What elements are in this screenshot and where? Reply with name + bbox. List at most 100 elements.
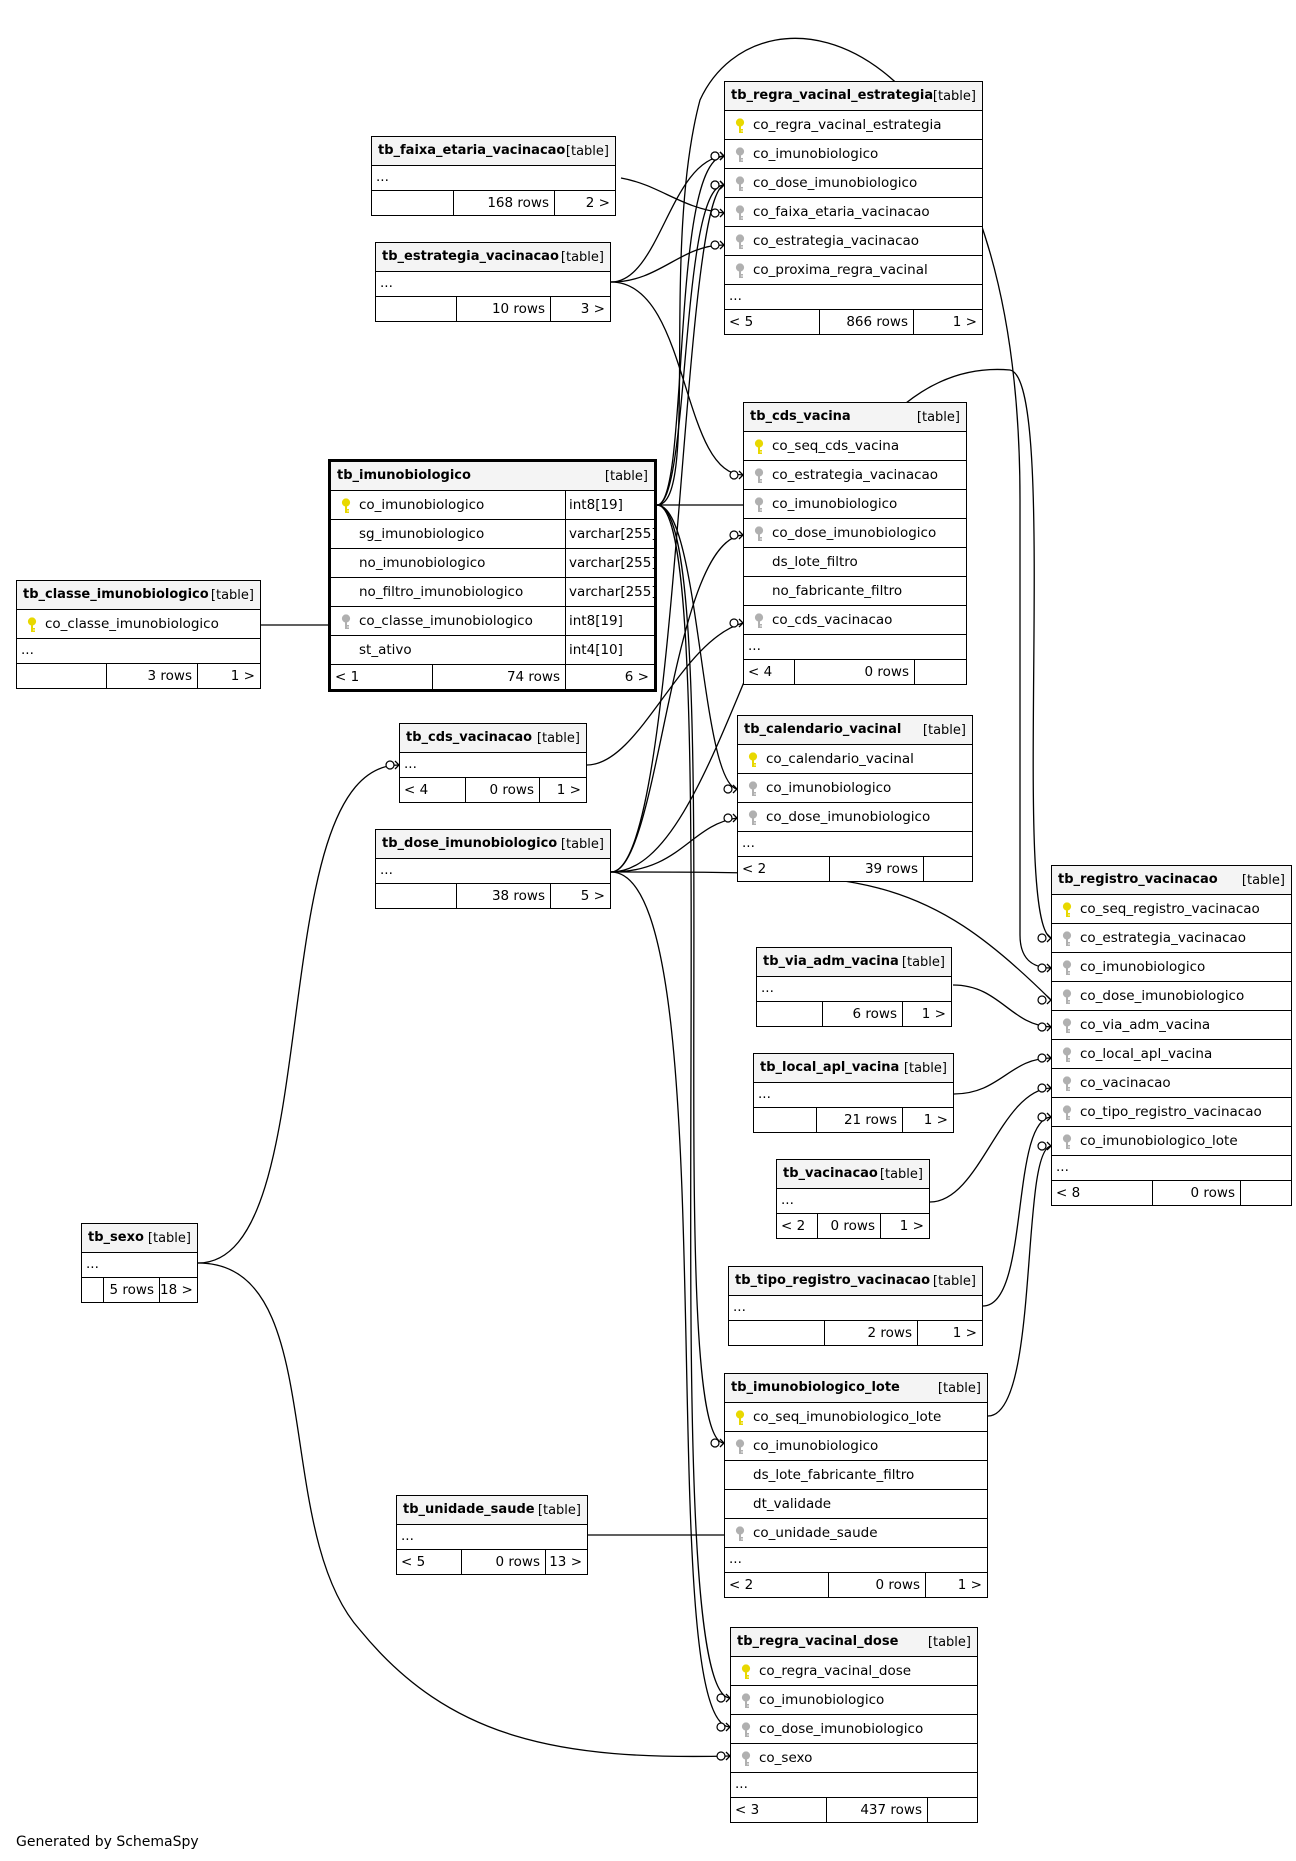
parents-count[interactable] <box>17 664 106 688</box>
table-name[interactable]: tb_regra_vacinal_dose <box>737 1634 899 1649</box>
column-row[interactable]: co_seq_cds_vacina <box>744 432 966 461</box>
table-tb-registro-vacinacao[interactable]: tb_registro_vacinacao [table] co_seq_reg… <box>1051 865 1292 1206</box>
parents-count[interactable]: < 2 <box>742 861 767 877</box>
column-row[interactable]: co_imunobiologico <box>744 490 966 519</box>
column-row[interactable]: co_dose_imunobiologico <box>725 169 982 198</box>
parents-count[interactable] <box>729 1321 824 1345</box>
column-row[interactable]: co_imunobiologico <box>738 774 972 803</box>
table-name[interactable]: tb_unidade_saude <box>403 1502 535 1517</box>
column-row[interactable]: ds_lote_fabricante_filtro <box>725 1461 987 1490</box>
column-row[interactable]: co_faixa_etaria_vacinacao <box>725 198 982 227</box>
column-row[interactable]: co_dose_imunobiologico <box>744 519 966 548</box>
table-name[interactable]: tb_imunobiologico <box>337 468 471 483</box>
children-count[interactable] <box>914 660 966 684</box>
table-tb-vacinacao[interactable]: tb_vacinacao [table] ... < 2 0 rows 1 > <box>776 1159 930 1239</box>
children-count[interactable]: 18 > <box>159 1278 197 1302</box>
children-count[interactable]: 6 > <box>565 665 654 689</box>
table-name[interactable]: tb_regra_vacinal_estrategia <box>731 88 934 103</box>
table-name[interactable]: tb_calendario_vacinal <box>744 722 902 737</box>
children-count[interactable]: 1 > <box>913 310 982 334</box>
parents-count[interactable]: < 4 <box>748 664 773 680</box>
column-row[interactable]: co_estrategia_vacinacao <box>725 227 982 256</box>
children-count[interactable]: 1 > <box>880 1214 929 1238</box>
column-row[interactable]: co_proxima_regra_vacinal <box>725 256 982 285</box>
column-row[interactable]: co_estrategia_vacinacao <box>1052 924 1291 953</box>
table-tb-regra-vacinal-dose[interactable]: tb_regra_vacinal_dose [table] co_regra_v… <box>730 1627 978 1823</box>
children-count[interactable]: 13 > <box>545 1550 587 1574</box>
table-name[interactable]: tb_via_adm_vacina <box>763 954 899 969</box>
column-row[interactable]: co_dose_imunobiologico <box>738 803 972 832</box>
table-tb-dose-imunobiologico[interactable]: tb_dose_imunobiologico [table] ... 38 ro… <box>375 829 611 909</box>
column-row[interactable]: ds_lote_filtro <box>744 548 966 577</box>
parents-count[interactable] <box>376 297 456 321</box>
table-name[interactable]: tb_faixa_etaria_vacinacao <box>378 143 566 158</box>
children-count[interactable]: 1 > <box>197 664 260 688</box>
table-tb-estrategia-vacinacao[interactable]: tb_estrategia_vacinacao [table] ... 10 r… <box>375 242 611 322</box>
column-row[interactable]: co_unidade_saude <box>725 1519 987 1548</box>
column-row[interactable]: co_cds_vacinacao <box>744 606 966 635</box>
table-name[interactable]: tb_cds_vacinacao <box>406 730 533 745</box>
table-tb-tipo-registro-vacinacao[interactable]: tb_tipo_registro_vacinacao [table] ... 2… <box>728 1266 983 1346</box>
children-count[interactable]: 1 > <box>902 1002 951 1026</box>
table-name[interactable]: tb_cds_vacina <box>750 409 851 424</box>
table-tb-cds-vacinacao[interactable]: tb_cds_vacinacao [table] ... < 4 0 rows … <box>399 723 587 803</box>
table-tb-unidade-saude[interactable]: tb_unidade_saude [table] ... < 5 0 rows … <box>396 1495 588 1575</box>
column-row[interactable]: co_via_adm_vacina <box>1052 1011 1291 1040</box>
column-row[interactable]: co_imunobiologico <box>725 140 982 169</box>
table-tb-calendario-vacinal[interactable]: tb_calendario_vacinal [table] co_calenda… <box>737 715 973 882</box>
table-tb-imunobiologico[interactable]: tb_imunobiologico [table] co_imunobiolog… <box>328 459 657 692</box>
table-tb-regra-vacinal-estrategia[interactable]: tb_regra_vacinal_estrategia [table] co_r… <box>724 81 983 335</box>
table-name[interactable]: tb_classe_imunobiologico <box>23 587 209 602</box>
children-count[interactable]: 1 > <box>917 1321 982 1345</box>
parents-count[interactable] <box>376 884 456 908</box>
parents-count[interactable]: < 1 <box>335 669 360 685</box>
parents-count[interactable]: < 2 <box>729 1577 754 1593</box>
table-name[interactable]: tb_estrategia_vacinacao <box>382 249 559 264</box>
column-row[interactable]: co_imunobiologico <box>725 1432 987 1461</box>
column-row[interactable]: co_regra_vacinal_dose <box>731 1657 977 1686</box>
column-row[interactable]: co_seq_imunobiologico_lote <box>725 1403 987 1432</box>
table-name[interactable]: tb_local_apl_vacina <box>760 1060 900 1075</box>
children-count[interactable] <box>1240 1181 1291 1205</box>
children-count[interactable]: 2 > <box>554 191 615 215</box>
column-row[interactable]: no_fabricante_filtro <box>744 577 966 606</box>
column-row[interactable]: co_seq_registro_vacinacao <box>1052 895 1291 924</box>
table-name[interactable]: tb_registro_vacinacao <box>1058 872 1218 887</box>
children-count[interactable]: 1 > <box>539 778 586 802</box>
parents-count[interactable] <box>757 1002 822 1026</box>
parents-count[interactable] <box>754 1108 816 1132</box>
children-count[interactable]: 3 > <box>550 297 610 321</box>
parents-count[interactable] <box>372 191 453 215</box>
column-row[interactable]: co_imunobiologico_lote <box>1052 1127 1291 1156</box>
children-count[interactable]: 5 > <box>550 884 610 908</box>
parents-count[interactable]: < 3 <box>735 1802 760 1818</box>
parents-count[interactable] <box>82 1278 103 1302</box>
column-row[interactable]: co_imunobiologico <box>731 1686 977 1715</box>
column-row[interactable]: co_dose_imunobiologico <box>1052 982 1291 1011</box>
column-row[interactable]: co_vacinacao <box>1052 1069 1291 1098</box>
column-row[interactable]: co_dose_imunobiologico <box>731 1715 977 1744</box>
table-name[interactable]: tb_vacinacao <box>783 1166 878 1181</box>
column-row[interactable]: co_regra_vacinal_estrategia <box>725 111 982 140</box>
table-tb-faixa-etaria-vacinacao[interactable]: tb_faixa_etaria_vacinacao [table] ... 16… <box>371 136 616 216</box>
column-row[interactable]: co_imunobiologico <box>1052 953 1291 982</box>
parents-count[interactable]: < 2 <box>781 1218 806 1234</box>
table-tb-imunobiologico-lote[interactable]: tb_imunobiologico_lote [table] co_seq_im… <box>724 1373 988 1598</box>
table-tb-via-adm-vacina[interactable]: tb_via_adm_vacina [table] ... 6 rows 1 > <box>756 947 952 1027</box>
table-name[interactable]: tb_dose_imunobiologico <box>382 836 558 851</box>
children-count[interactable] <box>923 857 972 881</box>
children-count[interactable]: 1 > <box>925 1573 987 1597</box>
table-name[interactable]: tb_imunobiologico_lote <box>731 1380 900 1395</box>
column-row[interactable]: co_calendario_vacinal <box>738 745 972 774</box>
column-row[interactable]: co_sexo <box>731 1744 977 1773</box>
column-row[interactable]: dt_validade <box>725 1490 987 1519</box>
table-name[interactable]: tb_tipo_registro_vacinacao <box>735 1273 931 1288</box>
column-row[interactable]: co_tipo_registro_vacinacao <box>1052 1098 1291 1127</box>
